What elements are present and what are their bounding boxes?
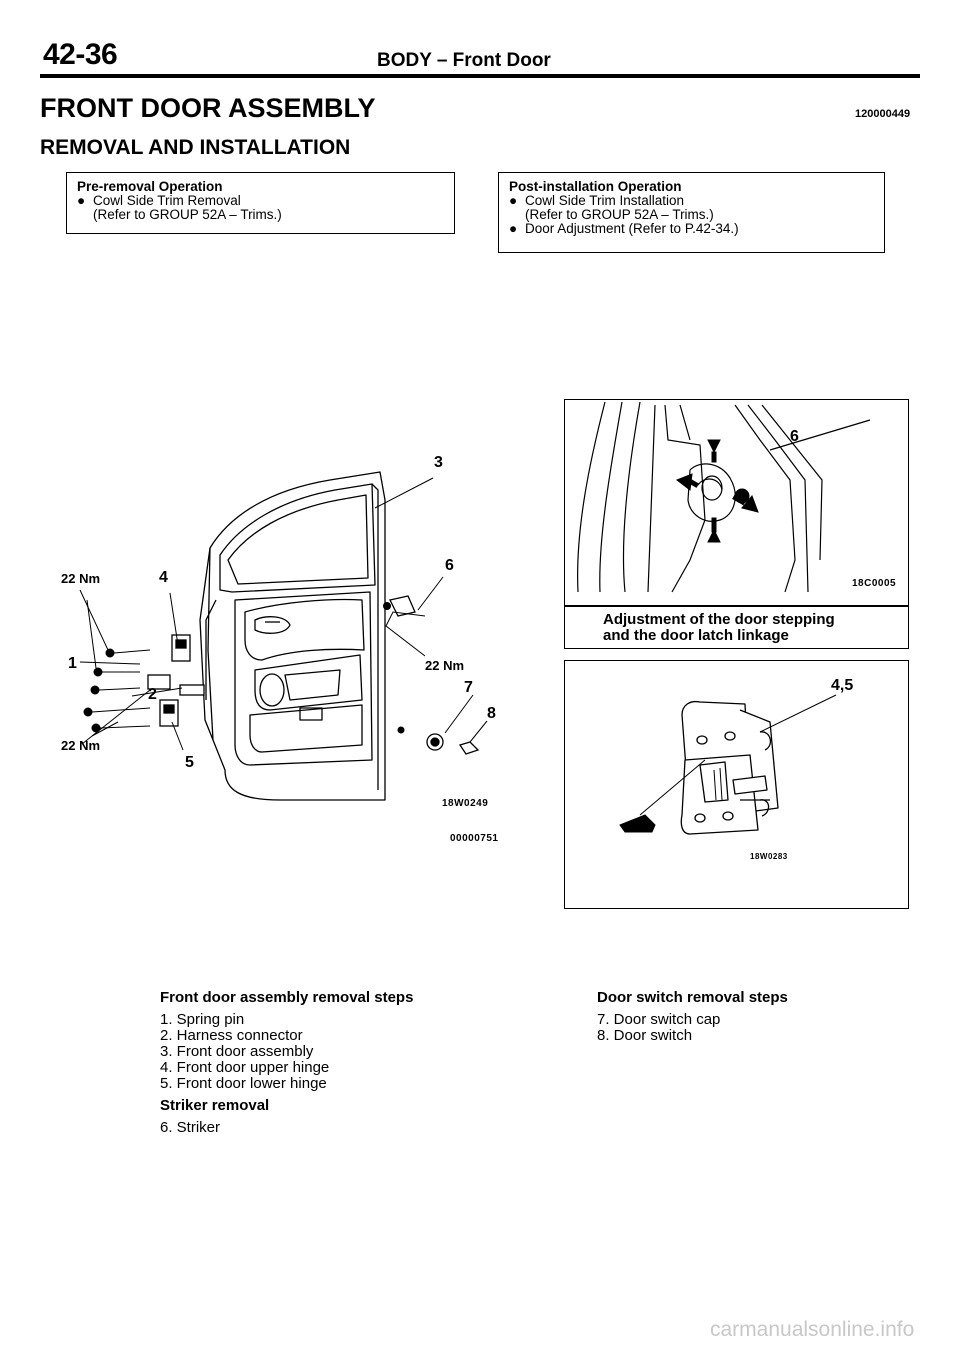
document-code: 120000449 bbox=[855, 108, 911, 120]
post-installation-item: ● Door Adjustment (Refer to P.42-34.) bbox=[509, 222, 874, 236]
removal-step: 3. Front door assembly bbox=[160, 1043, 314, 1060]
striker-step: 6. Striker bbox=[160, 1119, 221, 1136]
callout-6: 6 bbox=[445, 557, 454, 574]
header-rule bbox=[40, 74, 920, 78]
callout-6-striker: 6 bbox=[790, 428, 799, 445]
post-installation-box: Post-installation Operation ● Cowl Side … bbox=[498, 172, 885, 253]
callout-1: 1 bbox=[68, 655, 77, 672]
torque-label: 22 Nm bbox=[61, 738, 101, 753]
bullet-icon: ● bbox=[509, 193, 518, 208]
removal-step: 4. Front door upper hinge bbox=[160, 1059, 330, 1076]
pre-removal-item: ● Cowl Side Trim Removal bbox=[77, 194, 444, 208]
bullet-icon: ● bbox=[77, 193, 86, 208]
torque-label: 22 Nm bbox=[61, 571, 101, 586]
callout-4: 4 bbox=[159, 569, 168, 586]
torque-label: 22 Nm bbox=[425, 658, 465, 673]
post-installation-item-text: Cowl Side Trim Installation bbox=[525, 193, 685, 208]
pre-removal-item-text: Cowl Side Trim Removal bbox=[93, 193, 241, 208]
callout-8: 8 bbox=[487, 705, 496, 722]
pre-removal-title: Pre-removal Operation bbox=[77, 179, 223, 194]
front-door-illustration bbox=[79, 471, 488, 801]
pre-removal-item-sub: (Refer to GROUP 52A – Trims.) bbox=[93, 207, 282, 222]
page-number: 42-36 bbox=[43, 38, 118, 71]
callout-4-5: 4,5 bbox=[831, 677, 854, 694]
striker-adjustment-illustration bbox=[577, 401, 871, 593]
removal-steps-heading: Front door assembly removal steps bbox=[160, 989, 414, 1006]
switch-step: 7. Door switch cap bbox=[597, 1011, 721, 1028]
switch-step: 8. Door switch bbox=[597, 1027, 693, 1044]
removal-step: 1. Spring pin bbox=[160, 1011, 245, 1028]
figure-code: 18W0249 bbox=[442, 798, 489, 809]
striker-removal-heading: Striker removal bbox=[160, 1097, 270, 1114]
post-installation-item-text: Door Adjustment (Refer to P.42-34.) bbox=[525, 221, 739, 236]
post-installation-item-sub: (Refer to GROUP 52A – Trims.) bbox=[525, 207, 714, 222]
hinge-panel bbox=[564, 660, 909, 909]
reference-code: 00000751 bbox=[450, 833, 499, 844]
pre-removal-box: Pre-removal Operation ● Cowl Side Trim R… bbox=[66, 172, 455, 234]
striker-adjustment-panel bbox=[564, 399, 909, 649]
header-title: BODY – Front Door bbox=[377, 50, 551, 71]
switch-steps-heading: Door switch removal steps bbox=[597, 989, 788, 1006]
section-title: FRONT DOOR ASSEMBLY bbox=[40, 93, 376, 123]
door-switch-removal-steps: Door switch removal steps 7. Door switch… bbox=[597, 990, 788, 1044]
watermark: carmanualsonline.info bbox=[710, 1318, 915, 1341]
callout-3: 3 bbox=[434, 454, 443, 471]
striker-caption-line-1: Adjustment of the door stepping bbox=[603, 611, 835, 628]
front-door-removal-steps: Front door assembly removal steps 1. Spr… bbox=[160, 990, 413, 1136]
caption-divider bbox=[564, 605, 909, 607]
callout-2: 2 bbox=[148, 686, 157, 703]
callout-5: 5 bbox=[185, 754, 194, 771]
striker-caption-line-2: and the door latch linkage bbox=[603, 627, 789, 644]
removal-step: 5. Front door lower hinge bbox=[160, 1075, 327, 1092]
figure-code: 18C0005 bbox=[852, 578, 897, 589]
bullet-icon: ● bbox=[509, 221, 518, 236]
subsection-title: REMOVAL AND INSTALLATION bbox=[40, 136, 351, 159]
post-installation-item: ● Cowl Side Trim Installation bbox=[509, 194, 874, 208]
post-installation-title: Post-installation Operation bbox=[509, 179, 682, 194]
door-hinge-illustration bbox=[619, 694, 837, 835]
callout-7: 7 bbox=[464, 679, 473, 696]
figure-code: 18W0283 bbox=[750, 852, 788, 861]
removal-step: 2. Harness connector bbox=[160, 1027, 303, 1044]
